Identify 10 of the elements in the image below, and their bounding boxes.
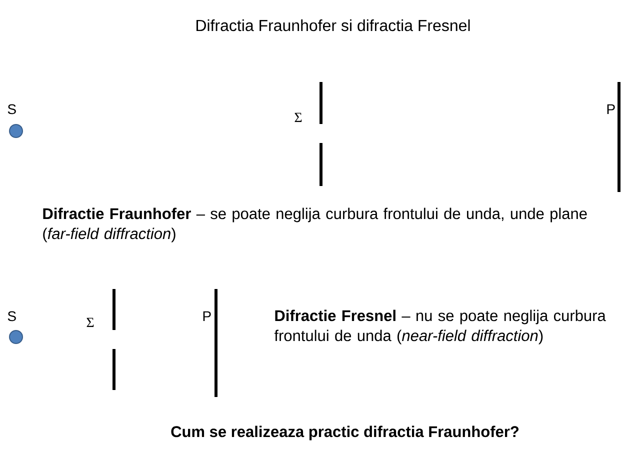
- title: Difractia Fraunhofer si difractia Fresnel: [196, 19, 470, 32]
- description-text: Difractie Fraunhofer – se poate neglija curbura frontului de unda, unde plane (far-field diffraction): [43, 208, 587, 242]
- source-label: S: [8, 104, 16, 114]
- screen-label: P: [607, 104, 615, 114]
- question-text: Cum se realizeaza practic difractia Fraunhofer?: [171, 426, 519, 440]
- aperture-label: Σ: [86, 318, 94, 327]
- screen-label: P: [203, 311, 211, 321]
- aperture-label: Σ: [294, 112, 302, 122]
- source-label: S: [8, 311, 16, 322]
- description-text: Difractie Fresnel – nu se poate neglija curbura frontului de unda (near-field diffraction): [274, 310, 606, 344]
